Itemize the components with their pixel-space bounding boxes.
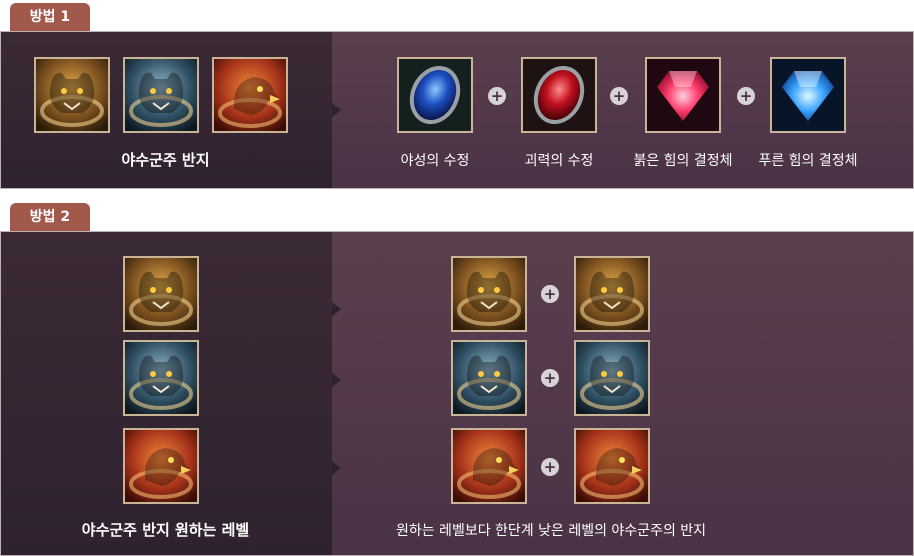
method1-arrow: [332, 103, 341, 117]
jaguar-ring-icon[interactable]: [451, 256, 527, 332]
method2-right-label: 원하는 레벨보다 한단계 낮은 레벨의 야수군주의 반지: [395, 523, 707, 539]
plus-icon: +: [488, 87, 506, 105]
plus-icon: +: [610, 87, 628, 105]
phoenix-ring-icon[interactable]: [212, 57, 288, 133]
method1-left-label: 야수군주 반지: [121, 151, 210, 169]
red-gem-icon[interactable]: [521, 57, 597, 133]
phoenix-ring-icon[interactable]: [123, 428, 199, 504]
phoenix-ring-icon[interactable]: [574, 428, 650, 504]
method2-tab-label: 방법 2: [29, 209, 71, 225]
method2-arrow: [332, 373, 341, 387]
plus-icon: +: [541, 458, 559, 476]
method1-tab-label: 방법 1: [29, 9, 71, 25]
plus-icon: +: [737, 87, 755, 105]
white-tiger-ring-icon[interactable]: [451, 340, 527, 416]
material-label: 붉은 힘의 결정체: [633, 153, 733, 169]
material-label: 야성의 수정: [400, 153, 470, 169]
blue-gem-icon[interactable]: [397, 57, 473, 133]
method2-tab: 방법 2: [10, 203, 90, 231]
plus-icon: +: [541, 285, 559, 303]
white-tiger-ring-icon[interactable]: [123, 340, 199, 416]
jaguar-ring-icon[interactable]: [574, 256, 650, 332]
phoenix-ring-icon[interactable]: [451, 428, 527, 504]
jaguar-ring-icon[interactable]: [123, 256, 199, 332]
white-tiger-ring-icon[interactable]: [574, 340, 650, 416]
method1-tab: 방법 1: [10, 3, 90, 31]
material-label: 푸른 힘의 결정체: [758, 153, 858, 169]
material-label: 괴력의 수정: [524, 153, 594, 169]
white-tiger-ring-icon[interactable]: [123, 57, 199, 133]
plus-icon: +: [541, 369, 559, 387]
method2-arrow: [332, 302, 341, 316]
blue-crystal-icon[interactable]: [770, 57, 846, 133]
method2-arrow: [332, 461, 341, 475]
method2-left-label: 야수군주 반지 원하는 레벨: [81, 521, 250, 539]
jaguar-ring-icon[interactable]: [34, 57, 110, 133]
red-crystal-icon[interactable]: [645, 57, 721, 133]
